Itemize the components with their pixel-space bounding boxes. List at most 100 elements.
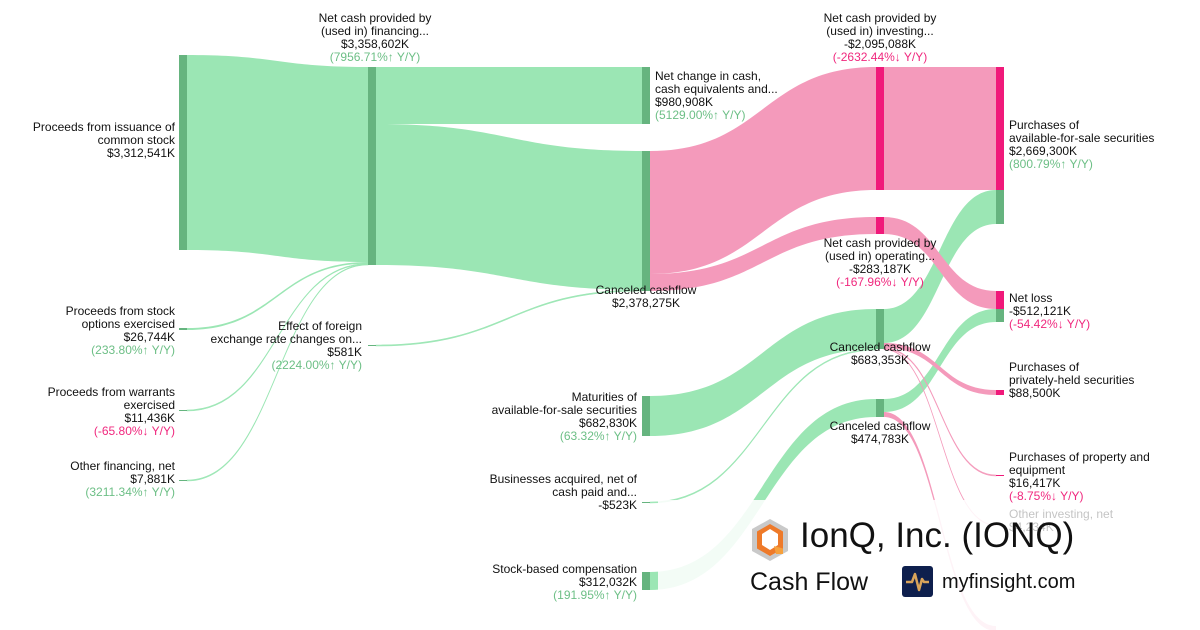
label-value: $474,783K bbox=[850, 432, 910, 446]
node-purchases_afs bbox=[996, 67, 1004, 190]
node-warrants bbox=[179, 410, 187, 411]
label-name-line: cash equivalents and... bbox=[655, 82, 778, 96]
link-maturities-to-canceled2 bbox=[650, 309, 876, 436]
link-financing-to-canceled1 bbox=[376, 124, 642, 290]
label-value: $683,353K bbox=[850, 353, 910, 367]
label-value: $16,417K bbox=[1009, 476, 1061, 490]
label-name-line: Effect of foreign bbox=[278, 319, 362, 333]
label-yoy-change: (63.32%↑ Y/Y) bbox=[559, 429, 637, 443]
label-value: $312,032K bbox=[578, 575, 637, 589]
label-financing: Net cash provided by(used in) financing.… bbox=[319, 12, 432, 64]
company-title: IonQ, Inc. (IONQ) bbox=[800, 516, 1075, 555]
node-canceled3 bbox=[876, 399, 884, 417]
label-name-line: Proceeds from stock bbox=[65, 304, 175, 318]
label-name-line: Businesses acquired, net of bbox=[489, 472, 637, 486]
node-options bbox=[179, 328, 187, 330]
label-canceled1: Canceled cashflow$2,378,275K bbox=[596, 284, 697, 310]
node-businesses bbox=[642, 502, 650, 503]
label-name-line: Net loss bbox=[1009, 291, 1053, 305]
label-value: $4,234K bbox=[1009, 520, 1054, 534]
label-value: $3,358,602K bbox=[340, 37, 410, 51]
label-stockcomp: Stock-based compensation$312,032K(191.95… bbox=[492, 563, 637, 602]
label-name-line: Proceeds from warrants bbox=[47, 385, 175, 399]
node-property bbox=[996, 475, 1004, 476]
link-stockcomp-to-canceled3 bbox=[650, 399, 876, 590]
label-value: $2,378,275K bbox=[611, 296, 681, 310]
label-name-line: Net cash provided by bbox=[823, 11, 937, 25]
site-name: myfinsight.com bbox=[942, 571, 1076, 593]
label-value: $581K bbox=[327, 345, 362, 359]
label-yoy-change: (7956.71%↑ Y/Y) bbox=[329, 50, 421, 64]
label-name-line: (used in) operating... bbox=[824, 249, 936, 263]
label-name-line: Other financing, net bbox=[70, 459, 175, 473]
label-yoy-change: (-65.80%↓ Y/Y) bbox=[93, 424, 175, 438]
link-canceled3-to-netloss bbox=[884, 309, 996, 412]
link-financing-to-netchange bbox=[376, 67, 642, 124]
label-value: $980,908K bbox=[655, 95, 714, 109]
label-name-line: available-for-sale securities bbox=[491, 403, 637, 417]
link-businesses-to-canceled2 bbox=[649, 348, 877, 504]
link-otherfin-to-financing bbox=[186, 263, 369, 482]
label-value: -$283,187K bbox=[848, 262, 912, 276]
node-netchange bbox=[642, 67, 650, 124]
node-fx bbox=[368, 345, 376, 346]
label-value: $11,436K bbox=[124, 411, 176, 425]
label-value: $88,500K bbox=[1009, 386, 1061, 400]
node-financing bbox=[368, 67, 376, 265]
myfinsight-pulse-icon bbox=[902, 566, 933, 597]
label-otherinv: Other investing, net$4,234K bbox=[1009, 508, 1113, 534]
label-value: $682,830K bbox=[578, 416, 637, 430]
label-name-line: Purchases of bbox=[1009, 118, 1080, 132]
label-value: -$512,121K bbox=[1009, 304, 1072, 318]
label-value: $26,744K bbox=[123, 330, 175, 344]
label-name-line: (used in) investing... bbox=[826, 24, 934, 38]
label-name-line: Purchases of bbox=[1009, 360, 1080, 374]
label-yoy-change: (2224.00%↑ Y/Y) bbox=[271, 358, 363, 372]
label-yoy-change: (-54.42%↓ Y/Y) bbox=[1009, 317, 1091, 331]
label-value: $7,881K bbox=[130, 472, 175, 486]
label-name-line: exchange rate changes on... bbox=[210, 332, 362, 346]
node-canceled2 bbox=[876, 309, 884, 349]
label-value: $2,669,300K bbox=[1009, 144, 1078, 158]
label-canceled2: Canceled cashflow$683,353K bbox=[830, 341, 931, 367]
link-investing-to-purchases_afs bbox=[884, 67, 996, 190]
label-name-line: Net change in cash, bbox=[655, 69, 762, 83]
report-subtitle: Cash Flow bbox=[750, 568, 869, 596]
label-yoy-change: (3211.34%↑ Y/Y) bbox=[85, 485, 175, 499]
node-maturities bbox=[642, 396, 650, 436]
label-name-line: options exercised bbox=[81, 317, 175, 331]
watermark-backdrop bbox=[658, 500, 1098, 630]
label-name-line: Proceeds from issuance of bbox=[32, 120, 175, 134]
label-name-line: common stock bbox=[97, 133, 175, 147]
label-name-line: Canceled cashflow bbox=[829, 340, 931, 354]
link-options-to-financing bbox=[187, 262, 368, 330]
node-otherfin bbox=[179, 480, 187, 481]
label-name-line: Net cash provided by bbox=[318, 11, 432, 25]
label-name-line: (used in) financing... bbox=[320, 24, 430, 38]
label-name-line: exercised bbox=[123, 398, 175, 412]
node-netloss bbox=[996, 291, 1004, 309]
node-netloss-part1 bbox=[996, 309, 1004, 322]
link-issuance-to-financing bbox=[187, 55, 368, 262]
label-yoy-change: (191.95%↑ Y/Y) bbox=[553, 588, 637, 602]
node-purchases_afs-part1 bbox=[996, 190, 1004, 224]
link-canceled1-to-operating bbox=[650, 217, 876, 291]
label-name-line: Net cash provided by bbox=[823, 236, 937, 250]
label-canceled3: Canceled cashflow$474,783K bbox=[830, 420, 931, 446]
link-operating-to-netloss bbox=[884, 217, 996, 309]
label-value: -$523K bbox=[598, 498, 637, 512]
label-name-line: privately-held securities bbox=[1009, 373, 1135, 387]
node-issuance bbox=[179, 55, 187, 250]
label-name-line: cash paid and... bbox=[552, 485, 637, 499]
ionq-hexagon-logo-icon bbox=[752, 519, 788, 561]
